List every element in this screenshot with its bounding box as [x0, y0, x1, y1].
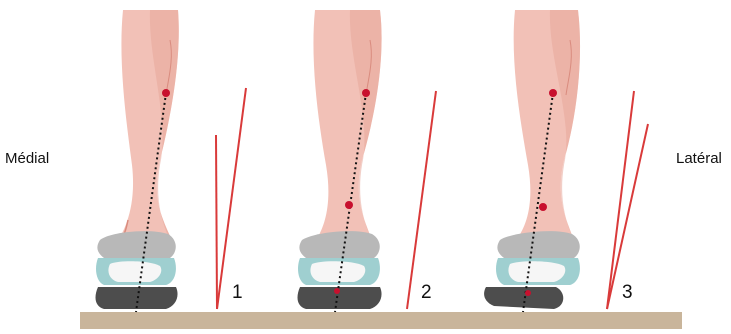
shoe-1 [96, 231, 178, 309]
red-angle-line-2 [407, 91, 436, 309]
marker-dot-3b [539, 203, 547, 211]
marker-dot-3c [525, 290, 531, 296]
shoe-2 [298, 231, 382, 309]
panel-3 [484, 10, 648, 312]
label-lateral: Latéral [676, 150, 722, 167]
marker-dot-1 [162, 89, 170, 97]
red-angle-line-3a [607, 91, 634, 309]
label-medial: Médial [5, 150, 49, 167]
panel-number-1: 1 [232, 282, 243, 304]
panel-number-3: 3 [622, 282, 633, 304]
leg-1 [118, 10, 179, 240]
panel-number-2: 2 [421, 282, 432, 304]
ground-bar [80, 312, 682, 329]
marker-dot-2c [334, 288, 340, 294]
marker-dot-2b [345, 201, 353, 209]
panel-2 [298, 10, 436, 312]
red-vertical-line-1 [216, 135, 217, 309]
red-angle-line-1 [217, 88, 246, 309]
panel-1 [96, 10, 246, 312]
leg-3 [514, 10, 580, 240]
marker-dot-2a [362, 89, 370, 97]
marker-dot-3a [549, 89, 557, 97]
